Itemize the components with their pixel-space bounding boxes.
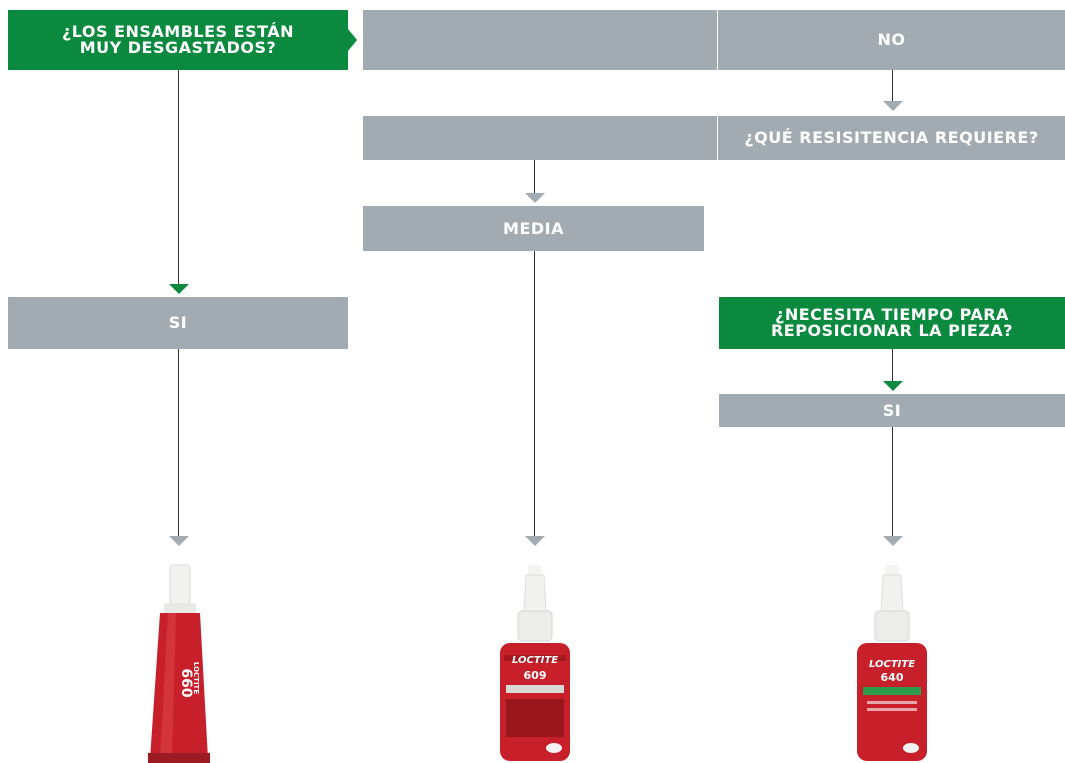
answer-no: NO <box>718 10 1065 70</box>
connector-si-left-to-tube <box>178 349 179 537</box>
answer-si-left-text: SI <box>168 313 188 332</box>
arrow-down-icon <box>883 101 903 111</box>
bottle-609-image: LOCTITE 609 <box>500 565 570 761</box>
connector-no-to-q2 <box>892 70 893 102</box>
product-bottle-609: LOCTITE 609 <box>490 563 580 763</box>
question-resistance-text: ¿QUÉ RESISITENCIA REQUIERE? <box>744 128 1039 147</box>
arrow-down-icon <box>525 536 545 546</box>
q2-bar-left <box>363 116 717 160</box>
connector-media-to-bottle <box>534 251 535 537</box>
tube-660-brand: LOCTITE <box>192 662 200 694</box>
bottle-640-brand: LOCTITE <box>869 659 915 670</box>
arrow-down-green-icon <box>883 381 903 391</box>
connector-q3-to-si <box>892 349 893 382</box>
bottle-609-brand: LOCTITE <box>512 655 558 666</box>
arrow-down-icon <box>883 536 903 546</box>
question-worn-assemblies-text: ¿LOS ENSAMBLES ESTÁN MUY DESGASTADOS? <box>61 22 295 57</box>
answer-si-right: SI <box>719 394 1065 427</box>
answer-si-right-text: SI <box>882 400 902 420</box>
no-bar-left <box>363 10 717 70</box>
connector-q2-to-media <box>534 160 535 194</box>
tube-660-number: 660 <box>178 668 194 697</box>
arrow-down-icon <box>525 193 545 203</box>
arrow-down-green-icon <box>169 284 189 294</box>
bottle-640-number: 640 <box>881 671 904 684</box>
answer-no-text: NO <box>877 30 906 49</box>
tube-660-image: 660 LOCTITE <box>148 564 210 763</box>
product-tube-660: 660 LOCTITE <box>120 563 240 763</box>
question-resistance: ¿QUÉ RESISITENCIA REQUIERE? <box>718 116 1065 160</box>
question-reposition: ¿NECESITA TIEMPO PARA REPOSICIONAR LA PI… <box>719 297 1065 349</box>
arrow-down-icon <box>169 536 189 546</box>
bottle-640-image: LOCTITE 640 <box>857 565 927 761</box>
bottle-609-number: 609 <box>524 669 547 682</box>
answer-media: MEDIA <box>363 206 704 251</box>
pointer-right-icon <box>348 29 357 51</box>
connector-q1-to-si <box>178 70 179 285</box>
answer-si-left: SI <box>8 297 348 349</box>
question-worn-assemblies: ¿LOS ENSAMBLES ESTÁN MUY DESGASTADOS? <box>8 10 348 70</box>
product-bottle-640: LOCTITE 640 <box>847 563 937 763</box>
connector-si-right-to-bottle <box>892 427 893 537</box>
question-reposition-text: ¿NECESITA TIEMPO PARA REPOSICIONAR LA PI… <box>770 305 1014 340</box>
answer-media-text: MEDIA <box>503 218 564 238</box>
